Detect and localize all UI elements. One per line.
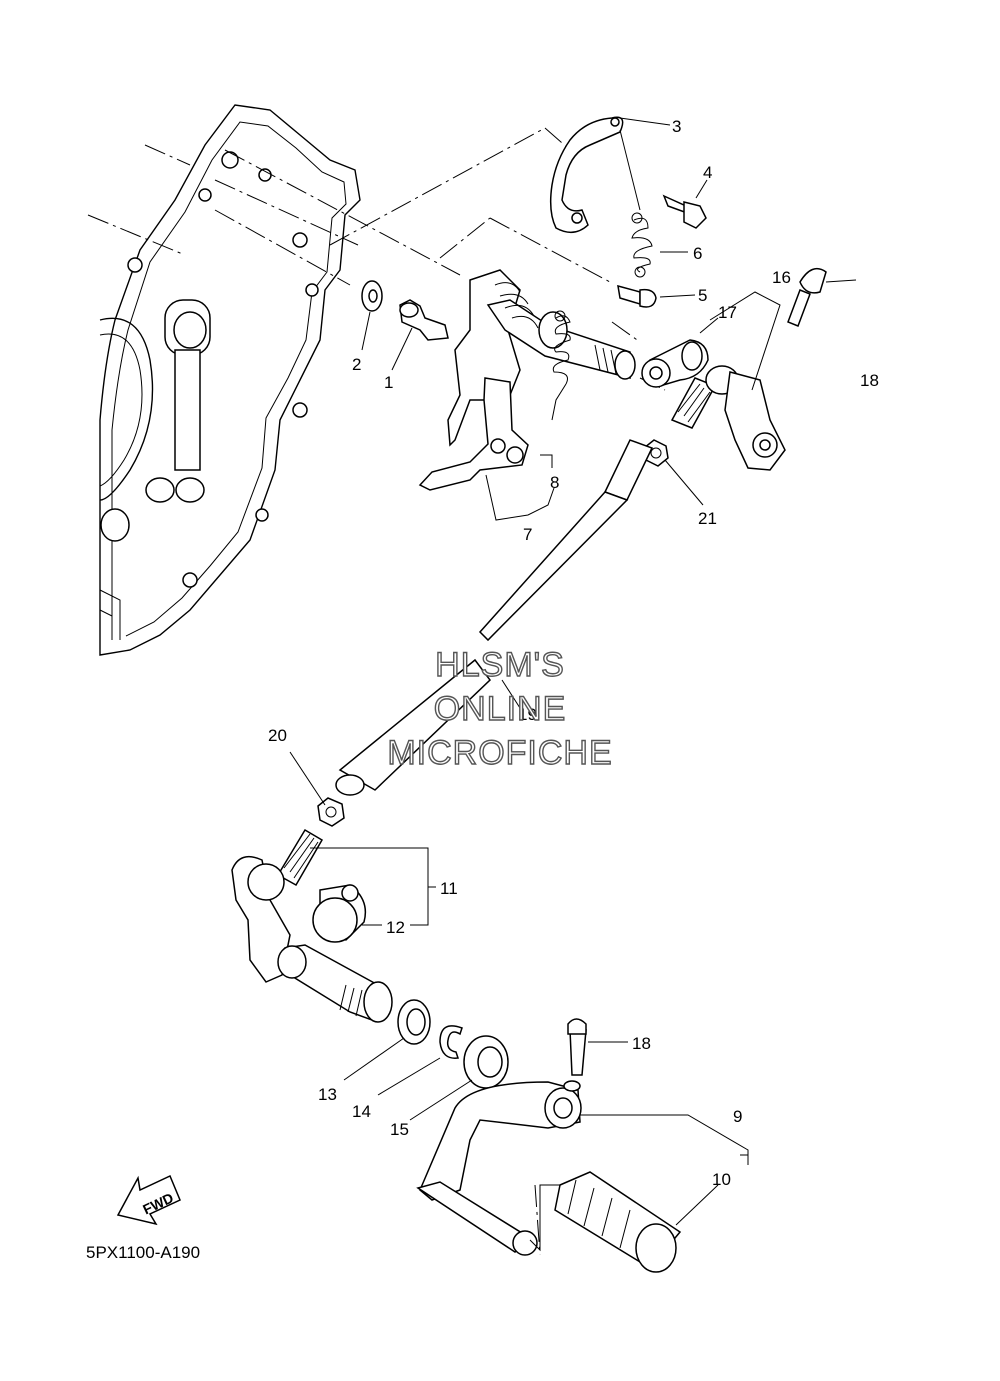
lower-shift-shaft — [277, 944, 393, 1023]
callout-6: 6 — [693, 244, 702, 263]
part-6-spring — [631, 212, 653, 278]
callout-8: 8 — [550, 473, 559, 492]
part-12-joint — [312, 884, 367, 943]
fwd-arrow-icon: FWD — [116, 1174, 181, 1226]
watermark-line-3: MICROFICHE — [387, 734, 612, 772]
watermark-line-1: HLSM'S — [435, 646, 565, 684]
part-13-washer — [397, 999, 431, 1045]
part-10-pedal-rubber — [554, 1171, 682, 1273]
part-20-nut — [317, 797, 345, 827]
callout-labels: 1 2 3 4 5 6 7 8 9 10 11 12 13 14 15 16 1… — [268, 117, 879, 1189]
callout-16: 16 — [772, 268, 791, 287]
callout-15: 15 — [390, 1120, 409, 1139]
callout-18-upper: 18 — [860, 371, 879, 390]
callout-4: 4 — [703, 163, 712, 182]
watermark: HLSM'S ONLINE MICROFICHE — [387, 645, 613, 772]
part-9-shift-pedal — [416, 1080, 582, 1256]
callout-14: 14 — [352, 1102, 371, 1121]
part-1-bolt — [399, 299, 449, 341]
part-5-pin — [617, 284, 657, 308]
shift-shaft-assembly — [418, 269, 636, 491]
callout-12: 12 — [386, 918, 405, 937]
callout-9: 9 — [733, 1107, 742, 1126]
callout-10: 10 — [712, 1170, 731, 1189]
part-4-bolt — [662, 194, 707, 229]
part-3-lever — [549, 116, 624, 234]
callout-18-lower: 18 — [632, 1034, 651, 1053]
part-17-joint — [641, 339, 709, 388]
part-18-bolt-upper — [787, 267, 827, 327]
part-14-circlip — [439, 1025, 463, 1059]
part-2-washer — [361, 280, 383, 312]
reference-code: 5PX1100-A190 — [86, 1243, 200, 1262]
callout-leaders — [289, 117, 857, 1226]
callout-20: 20 — [268, 726, 287, 745]
callout-5: 5 — [698, 286, 707, 305]
callout-17: 17 — [718, 303, 737, 322]
part-8-spring — [551, 310, 571, 421]
callout-21: 21 — [698, 509, 717, 528]
callout-7: 7 — [523, 525, 532, 544]
callout-19: 19 — [518, 705, 537, 724]
part-19-shift-rod — [335, 439, 654, 796]
part-15-collar — [463, 1035, 509, 1089]
callout-11: 11 — [440, 879, 458, 898]
callout-2: 2 — [352, 355, 361, 374]
callout-1: 1 — [384, 373, 393, 392]
part-11-rod-end — [231, 828, 324, 983]
part-18-bolt-lower — [567, 1018, 587, 1076]
crankcase-outline — [99, 104, 361, 656]
part-16-rod-end — [670, 365, 786, 471]
callout-3: 3 — [672, 117, 681, 136]
callout-13: 13 — [318, 1085, 337, 1104]
watermark-line-2: ONLINE — [434, 690, 567, 728]
